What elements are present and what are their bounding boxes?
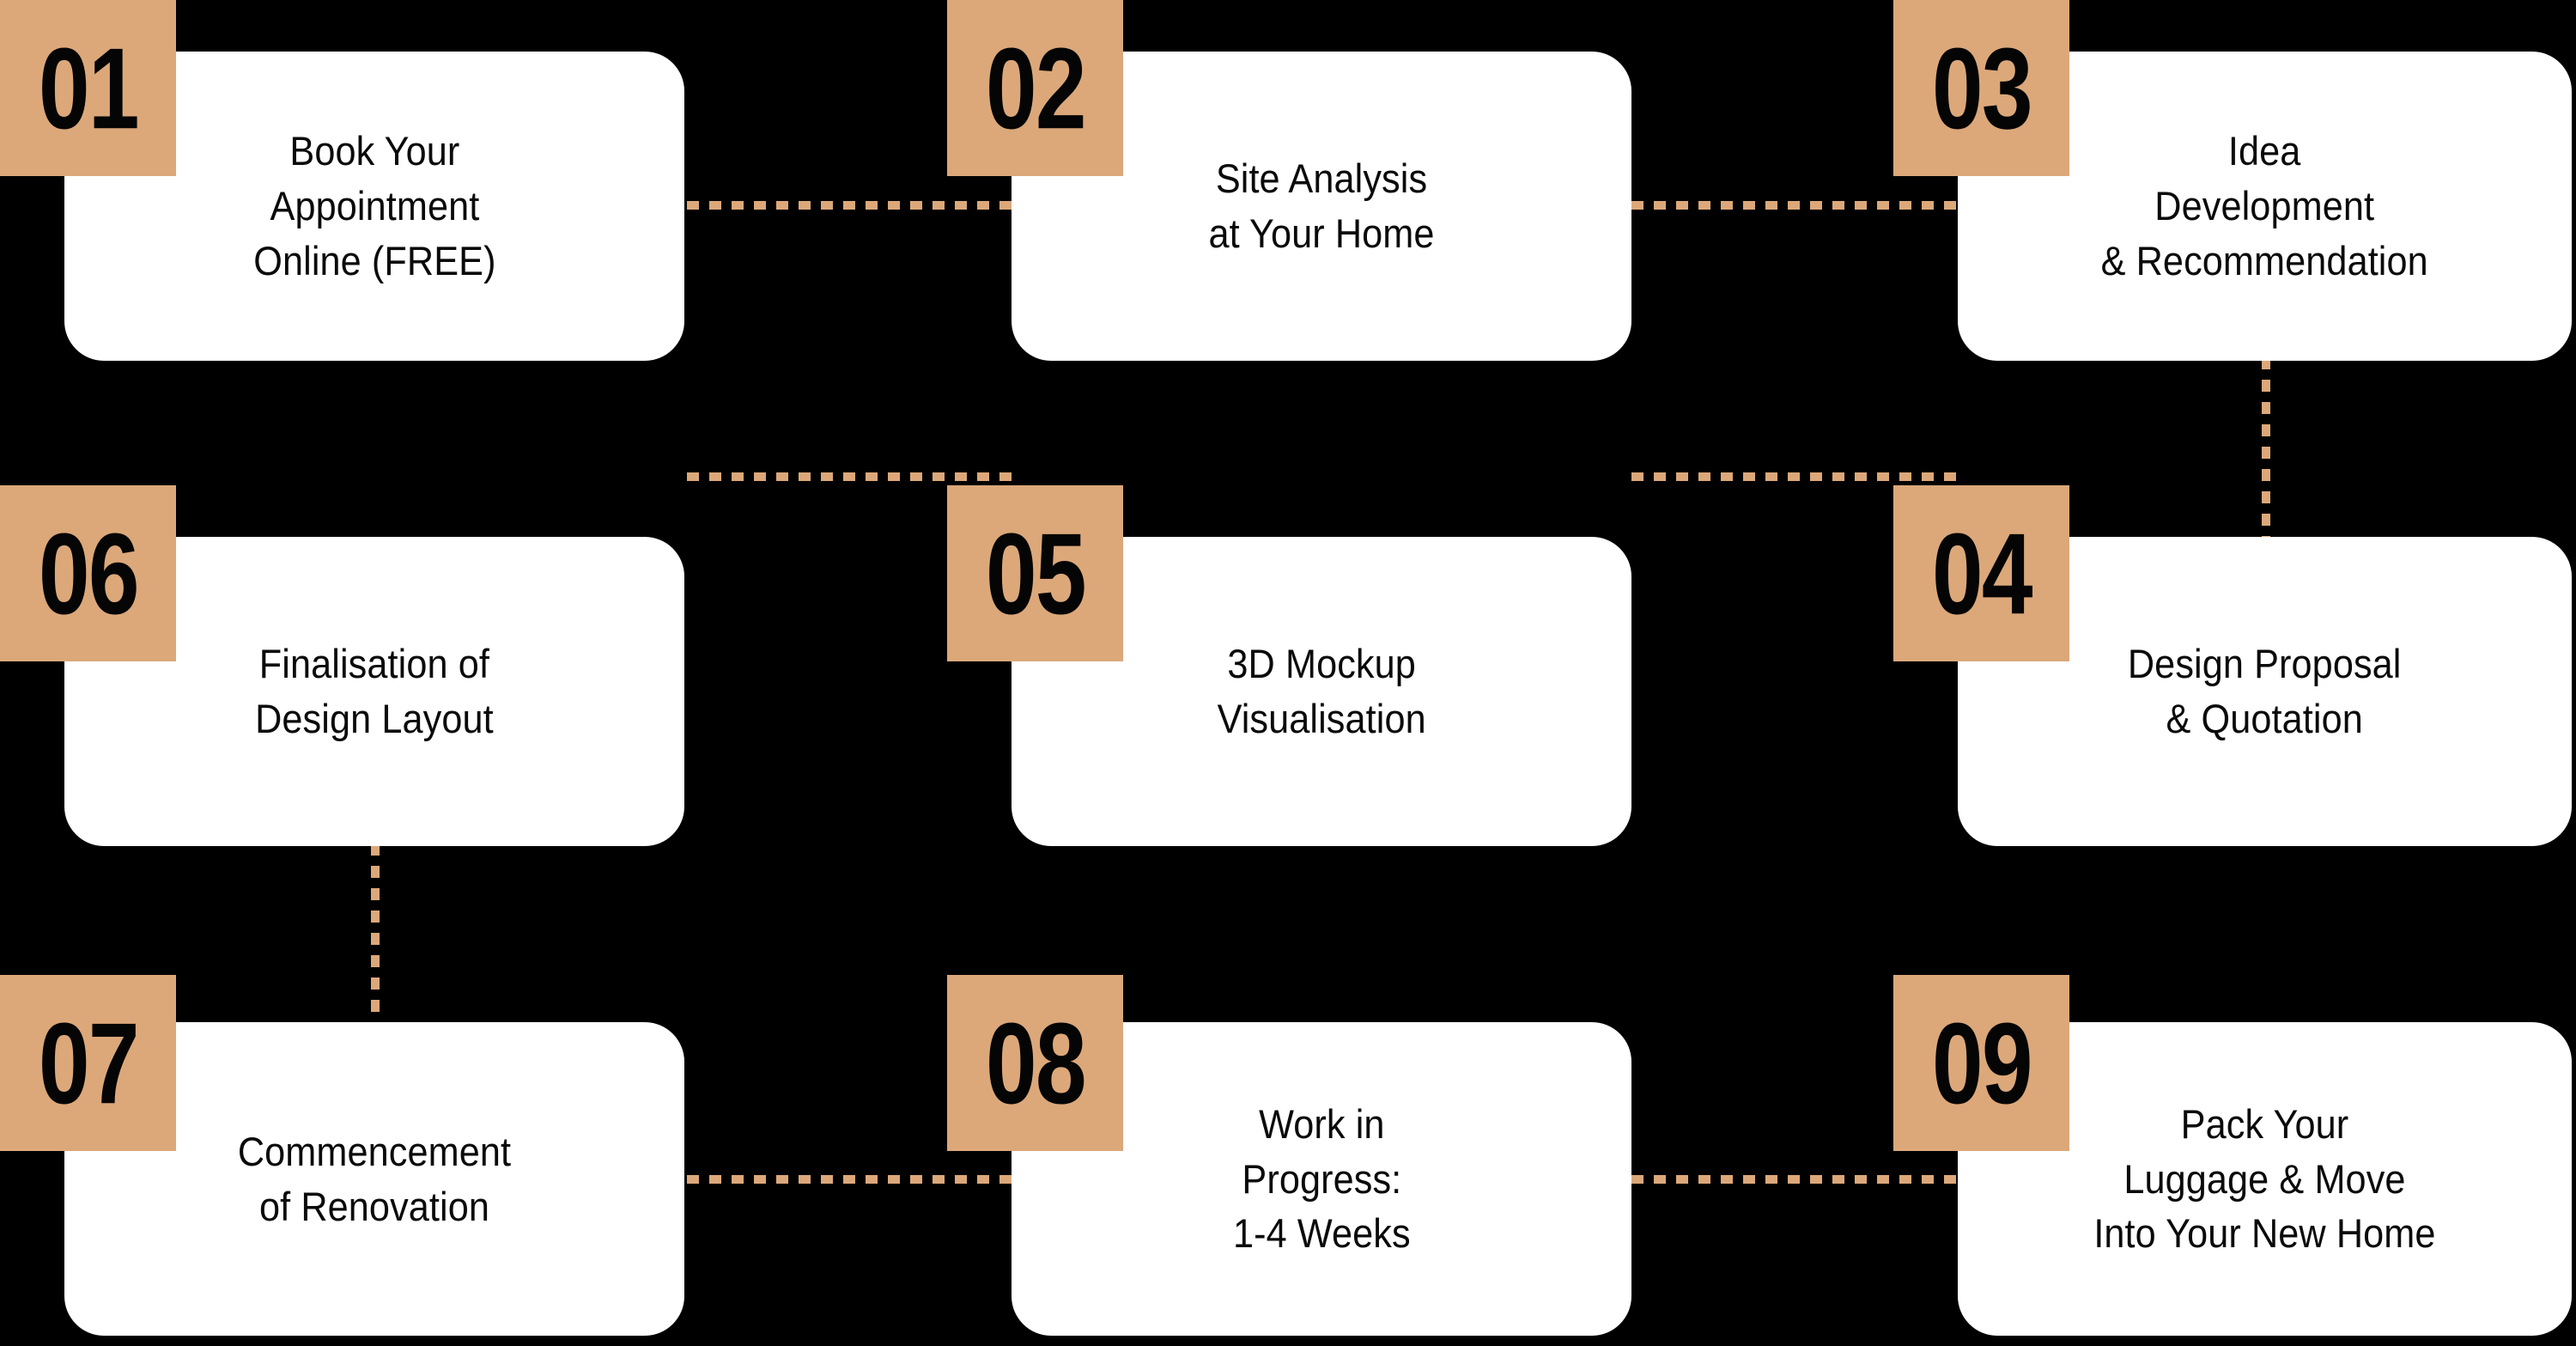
- step-number-06: 06: [38, 509, 140, 638]
- step-number-09: 09: [1931, 998, 2033, 1128]
- step-badge-01: 01: [0, 0, 176, 176]
- step-card-03[interactable]: Idea Development & Recommendation: [1958, 52, 2572, 361]
- step-label-08: Work in Progress: 1-4 Weeks: [1232, 1100, 1411, 1257]
- step-badge-06: 06: [0, 485, 176, 661]
- step-badge-04: 04: [1893, 485, 2069, 661]
- step-label-03: Idea Development & Recommendation: [2100, 128, 2429, 283]
- connector-step-07-to-08: [687, 1175, 1013, 1184]
- step-label-07: Commencement of Renovation: [237, 1128, 512, 1229]
- step-number-04: 04: [1931, 509, 2033, 638]
- step-label-09: Pack Your Luggage & Move Into Your New H…: [2093, 1100, 2436, 1257]
- connector-step-02-to-03: [1631, 201, 1959, 210]
- connector-step-06-to-07: [371, 844, 380, 1026]
- step-badge-07: 07: [0, 975, 176, 1151]
- step-badge-03: 03: [1893, 0, 2069, 176]
- step-number-01: 01: [38, 23, 140, 153]
- step-badge-08: 08: [947, 975, 1123, 1151]
- connector-step-05-to-06: [687, 472, 1013, 481]
- step-label-04: Design Proposal & Quotation: [2128, 641, 2402, 741]
- step-label-06: Finalisation of Design Layout: [255, 641, 494, 741]
- step-badge-09: 09: [1893, 975, 2069, 1151]
- step-number-02: 02: [985, 23, 1087, 153]
- step-number-05: 05: [985, 509, 1087, 638]
- step-label-05: 3D Mockup Visualisation: [1217, 641, 1426, 741]
- step-label-02: Site Analysis at Your Home: [1208, 155, 1435, 256]
- connector-step-04-to-05: [1631, 472, 1959, 481]
- step-badge-05: 05: [947, 485, 1123, 661]
- step-badge-02: 02: [947, 0, 1123, 176]
- connector-step-01-to-02: [687, 201, 1013, 210]
- step-number-08: 08: [985, 998, 1087, 1128]
- step-number-07: 07: [38, 998, 140, 1128]
- step-card-01[interactable]: Book Your Appointment Online (FREE): [64, 52, 684, 361]
- step-label-01: Book Your Appointment Online (FREE): [252, 128, 496, 283]
- step-number-03: 03: [1931, 23, 2033, 153]
- connector-step-03-to-04: [2262, 357, 2270, 539]
- connector-step-08-to-09: [1631, 1175, 1959, 1184]
